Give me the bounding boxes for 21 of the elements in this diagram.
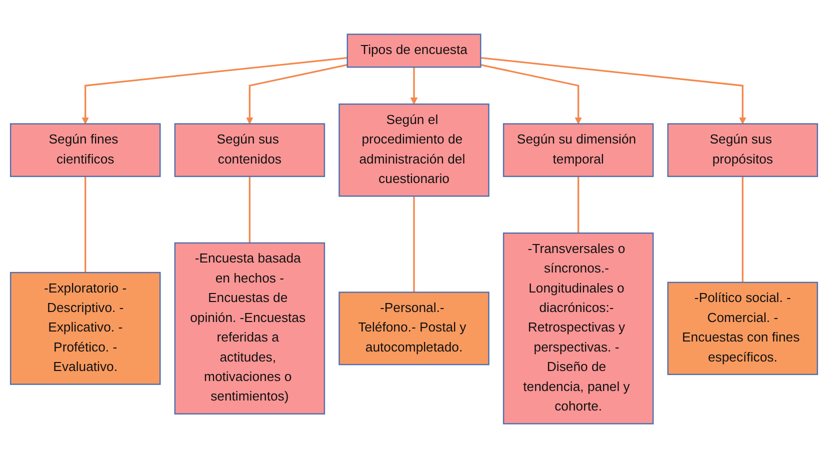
arrow xyxy=(410,66,418,104)
node-box: Según el procedimiento de administración del cuestionario xyxy=(338,103,490,196)
connector xyxy=(578,176,580,233)
node-box: -Transversales o síncronos.- Longitudinales o diacrónicos:- Retrospectivas y perspectivas. - Diseño de tendencia, panel y cohorte. xyxy=(502,232,654,424)
arrow xyxy=(82,56,348,124)
node-box: -Encuesta basada en hechos -Encuestas de opinión. -Encuestas referidas a actitudes, motivaciones o sentimientos) xyxy=(174,242,326,414)
connector xyxy=(248,176,250,242)
arrow xyxy=(480,56,746,124)
arrow xyxy=(480,64,582,124)
node-box: -Exploratorio -Descriptivo. -Explicativo. -Profético. -Evaluativo. xyxy=(10,271,161,384)
node-box: Según su dimensión temporal xyxy=(502,122,654,177)
arrow xyxy=(246,64,348,124)
node-box: Según sus contenidos xyxy=(174,122,326,177)
node-box: Según sus propósitos xyxy=(667,122,818,177)
node-box: Según fines cientificos xyxy=(10,122,161,177)
node-box: -Personal.- Teléfono.- Postal y autocompletado. xyxy=(338,291,490,365)
node-box: Tipos de encuesta xyxy=(346,33,482,68)
connector xyxy=(742,176,744,282)
connector xyxy=(413,196,415,292)
node-box: -Político social. -Comercial. -Encuestas con fines específicos. xyxy=(667,281,818,375)
connector xyxy=(84,176,86,272)
